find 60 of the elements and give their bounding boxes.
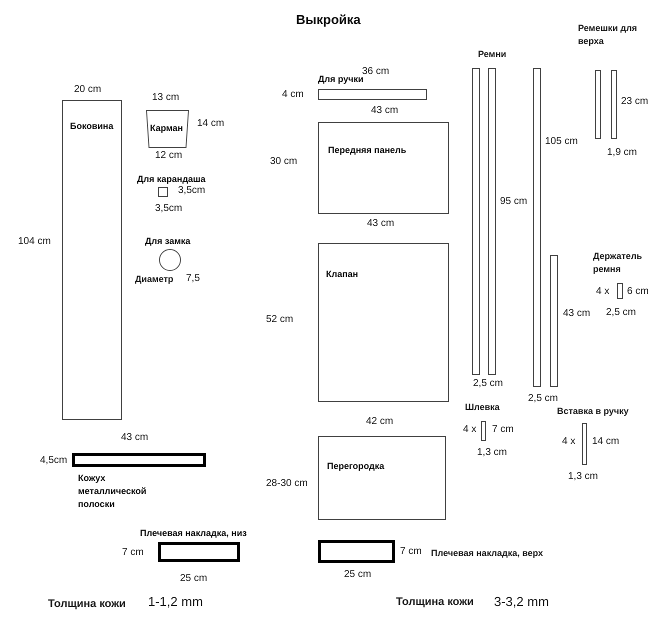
dimension-label: 30 cm [270,156,298,168]
dimension-label: 4 x [463,424,476,436]
piece-name: Для замка [145,235,190,248]
dimension-label: 52 cm [266,314,294,326]
dimension-label: 42 cm [366,416,394,428]
dimension-label: 7,5 [186,273,200,285]
dimension-label: 4 x [562,436,576,448]
piece-note: Плечевая накладка, верх [431,547,544,560]
dimension-label: 43 cm [371,105,398,117]
dimension-label: 2,5 cm [606,307,636,319]
piece-name: Кожух металлической полоски [78,472,148,511]
dimension-label: 95 cm [500,196,528,208]
dimension-label: 7 cm [400,546,422,558]
dimension-label: 3,5cm [155,203,182,215]
piece-note: Вставка в ручку [557,405,629,418]
piece-name: Передняя панель [328,144,406,157]
dimension-label: 13 cm [152,92,180,104]
heading-label: Толщина кожи [396,596,474,609]
dimension-label: 1-1,2 mm [148,596,203,608]
dimension-label: 2,5 cm [473,378,504,390]
dimension-label: 25 cm [180,573,208,585]
dimension-label: 4 cm [282,89,304,101]
piece-name: Перегородка [327,460,384,473]
dimension-label: 28-30 cm [266,478,308,490]
dimension-label: 12 cm [155,150,182,162]
title: Выкройка [296,12,361,27]
dimension-label: 1,9 cm [607,147,638,159]
dimension-label: 3,5cm [178,185,206,197]
piece-note: Диаметр [135,273,174,286]
heading-label: Толщина кожи [48,598,126,611]
dimension-label: 105 cm [545,136,578,148]
dimension-label: 43 cm [563,308,590,320]
dimension-label: 3-3,2 mm [494,596,549,608]
dimension-label: 1,3 cm [568,471,598,483]
piece-name: Для карандаша [137,173,206,186]
dimension-label: 20 cm [74,84,102,96]
dimension-label: 43 cm [121,432,148,444]
dimension-label: 36 cm [362,66,390,77]
dimension-label: 14 cm [197,118,224,130]
dimension-label: 6 cm [627,286,649,298]
dimension-label: 1,3 cm [477,447,508,459]
dimension-label: 43 cm [367,218,394,230]
dimension-label: 4,5cm [40,455,68,467]
piece-note: Шлевка [465,401,500,414]
dimension-label: 7 cm [122,547,144,559]
dimension-label: 2,5 cm [528,393,558,405]
heading-label: Ремни [478,48,506,61]
piece-name: Для ручки [318,74,364,86]
dimension-label: 7 cm [492,424,514,436]
dimension-label: 23 cm [621,96,648,108]
piece-name: Карман [150,122,183,135]
piece-name: Плечевая накладка, низ [140,527,247,540]
piece-note: Держатель ремня [593,250,644,276]
dimension-label: 25 cm [344,569,372,581]
dimension-label: 4 x [596,286,610,298]
heading-label: Ремешки для верха [578,22,638,48]
dimension-label: 14 cm [592,436,620,448]
dimension-label: 104 cm [18,236,51,248]
piece-name: Клапан [326,268,358,281]
piece-name: Боковина [70,120,114,133]
